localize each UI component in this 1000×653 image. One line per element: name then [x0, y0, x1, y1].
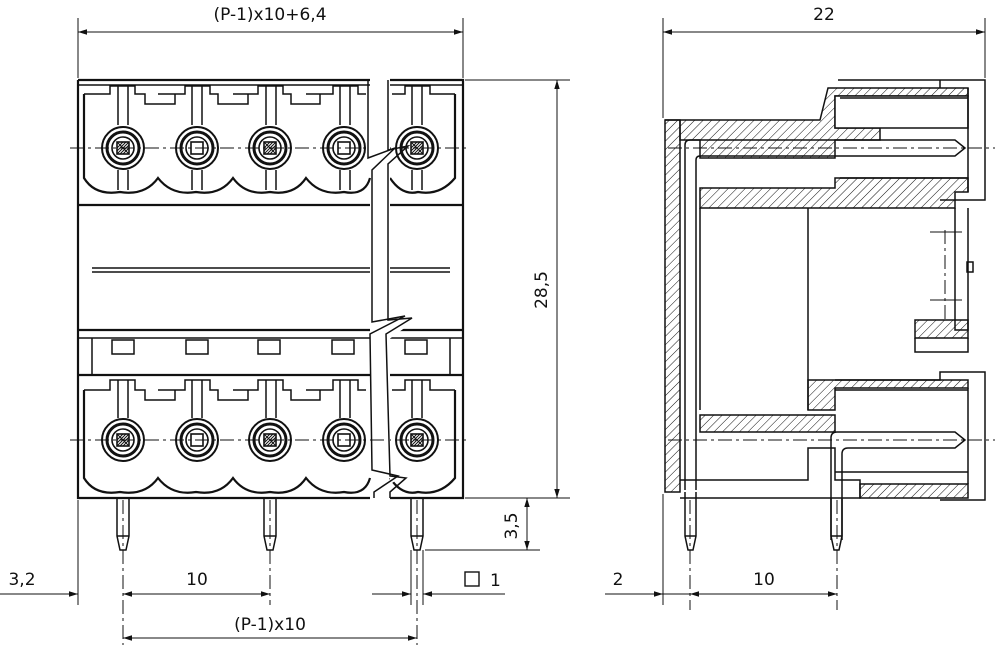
- side-view: [664, 79, 995, 610]
- dim-side-edge: 2: [613, 570, 624, 590]
- dim-overall-width: (P-1)x10+6,4: [213, 5, 326, 25]
- dim-pin-span: (P-1)x10: [234, 615, 306, 635]
- front-view: [70, 78, 470, 645]
- square-symbol-icon: [464, 571, 480, 587]
- side-dimensions: 22 2 10: [605, 5, 986, 605]
- dim-pin-length: 3,5: [502, 512, 522, 539]
- dim-side-width: 22: [813, 5, 835, 25]
- dim-pin-square: 1: [490, 571, 501, 591]
- dim-edge-offset: 3,2: [8, 570, 35, 590]
- dim-side-pitch: 10: [753, 570, 775, 590]
- dim-pitch: 10: [186, 570, 208, 590]
- front-dimensions: (P-1)x10+6,4 28,5 3,5 3,2 10 1 (P-1)x10: [0, 5, 570, 641]
- dim-height: 28,5: [532, 271, 552, 309]
